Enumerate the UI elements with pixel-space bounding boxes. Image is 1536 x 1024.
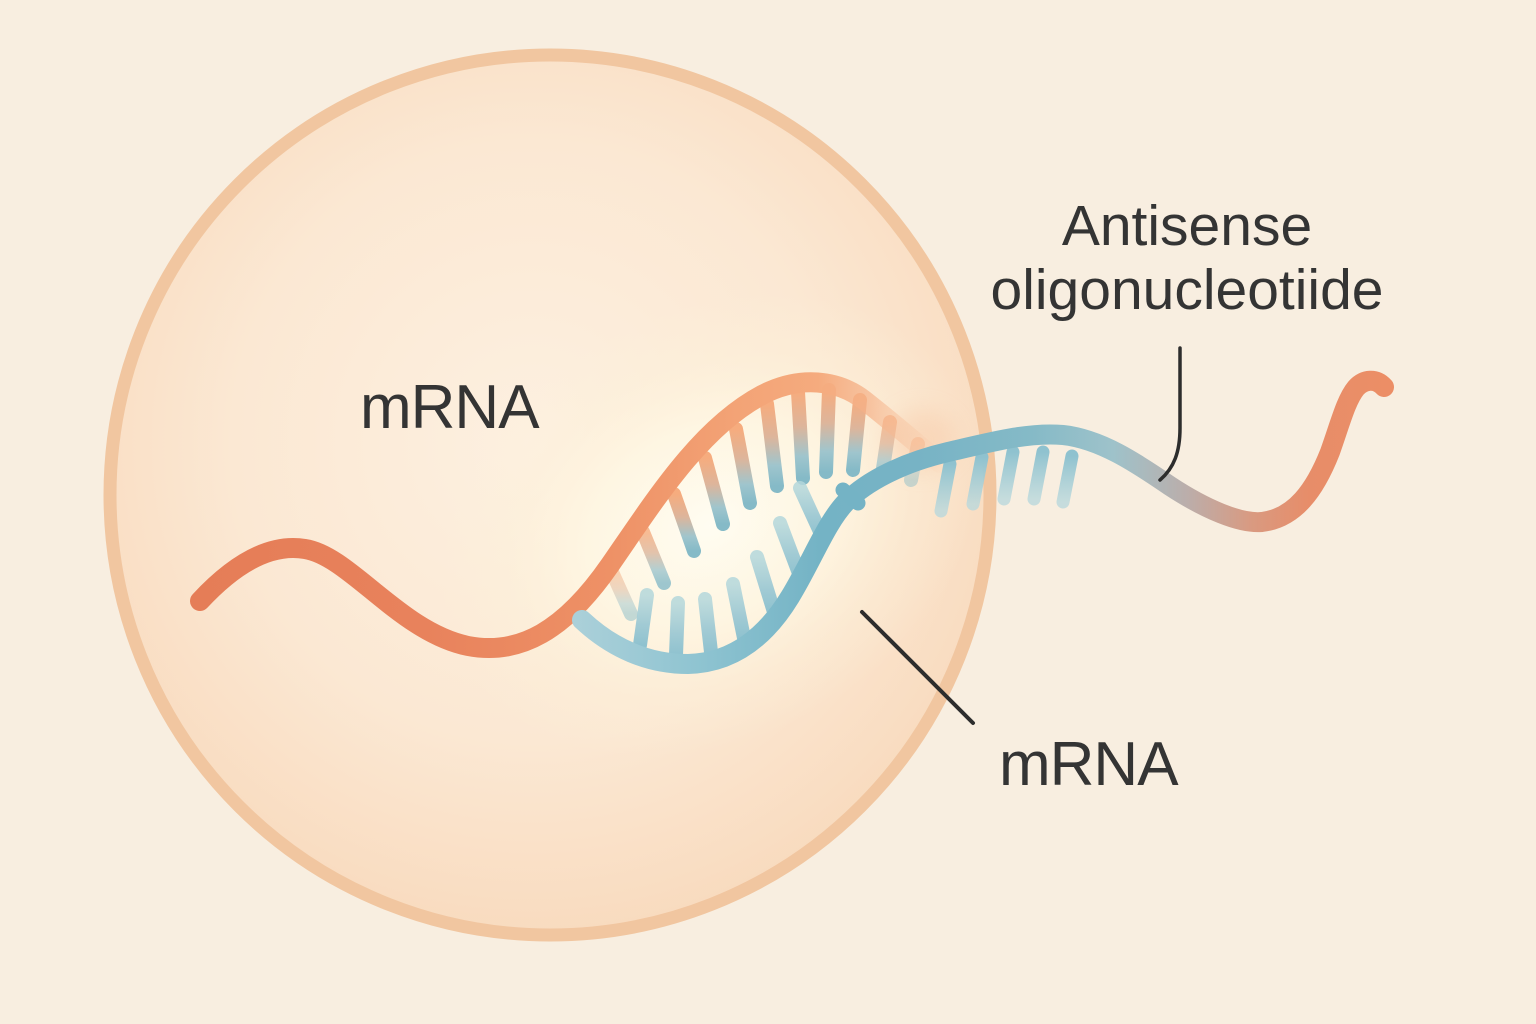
aso-tooth — [1027, 445, 1050, 506]
aso-tooth — [1056, 449, 1079, 509]
antisense-label-line1: Antisense — [1061, 194, 1313, 258]
mrna-teeth — [605, 383, 925, 621]
mrna-strand — [190, 372, 950, 659]
aso-tooth — [966, 450, 989, 511]
antisense-strand — [572, 370, 1394, 675]
mrna-tooth — [667, 487, 701, 558]
aso-tooth — [669, 596, 685, 662]
aso-tooth — [997, 445, 1020, 506]
mrna-tooth — [636, 525, 671, 590]
aso-tooth — [633, 588, 654, 652]
leader-line-mrna — [860, 610, 975, 725]
mrna-tooth — [819, 383, 836, 479]
aso-tooth — [750, 550, 781, 619]
antisense-label-line2: oligonucleotiide — [990, 258, 1384, 322]
mrna-tooth — [846, 393, 867, 477]
aso-tooth — [726, 577, 751, 645]
antisense-oligonucleotide-label: Antisense oligonucleotiide — [920, 194, 1454, 322]
mrna-tooth — [791, 385, 810, 485]
mrna-tooth — [605, 565, 638, 621]
mrna-tooth — [729, 422, 757, 510]
mrna-tooth — [698, 451, 730, 531]
aso-tooth — [698, 592, 718, 659]
mrna-tooth — [760, 397, 784, 493]
mrna-label-left: mRNA — [360, 373, 540, 442]
leader-line-antisense — [1158, 346, 1182, 482]
aso-tooth — [934, 457, 957, 518]
duplex-glow — [438, 292, 982, 758]
mrna-label-bottom: mRNA — [999, 730, 1179, 799]
aso-unpaired-teeth — [934, 445, 1079, 518]
aso-end-notch — [835, 482, 866, 511]
